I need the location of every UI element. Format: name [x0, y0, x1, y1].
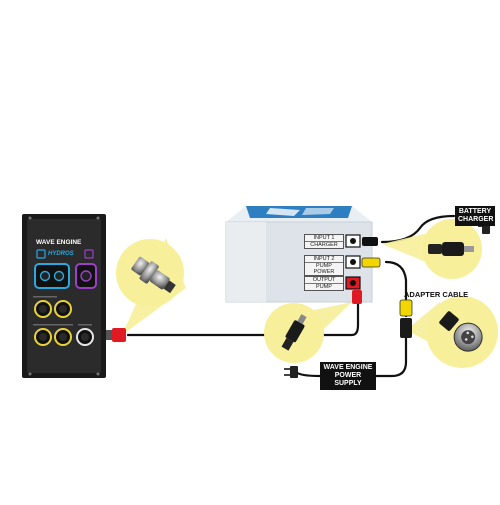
power-supply-to-wall-cable [294, 370, 322, 378]
adapter-yellow-plug [399, 299, 413, 338]
adapter-cable-label: ADAPTER CABLE [404, 290, 469, 299]
controller-to-output-cable [126, 298, 360, 337]
power-supply-label: WAVE ENGINE POWER SUPPLY [320, 362, 376, 390]
port-label-input-1: INPUT 1 CHARGER [304, 234, 344, 249]
port-role: PUMP [305, 283, 343, 290]
dc-barrel-plug-icon [281, 314, 307, 351]
adapter-connector-icon [439, 311, 483, 352]
input2-to-adapter-cable [384, 260, 408, 318]
port-name: INPUT 1 [313, 235, 335, 241]
box-plugs [352, 237, 381, 304]
port-role: PUMP POWER [305, 262, 343, 275]
controller-red-plug [106, 328, 126, 342]
controller-logo: HYDROS [48, 251, 74, 257]
port-label-input-2: INPUT 2 PUMP POWER [304, 255, 344, 276]
callout-circles [116, 219, 498, 368]
battery-charger-label: BATTERY CHARGER [455, 206, 495, 226]
port-role: CHARGER [305, 241, 343, 248]
controller-brand-line: WAVE ENGINE [36, 239, 82, 246]
port-label-output: OUTPUT PUMP [304, 276, 344, 291]
adapter-to-power-supply-cable [370, 336, 408, 378]
charger-plug-callout-beam [382, 232, 432, 262]
aviation-connector-icon [131, 256, 176, 294]
power-supply-wall-plug [284, 366, 298, 378]
box-jacks [345, 234, 361, 290]
port-name: OUTPUT [312, 277, 336, 283]
charger-barrel-plug-icon [428, 242, 474, 256]
wave-engine-controller [22, 214, 106, 378]
port-name: INPUT 2 [313, 256, 335, 262]
